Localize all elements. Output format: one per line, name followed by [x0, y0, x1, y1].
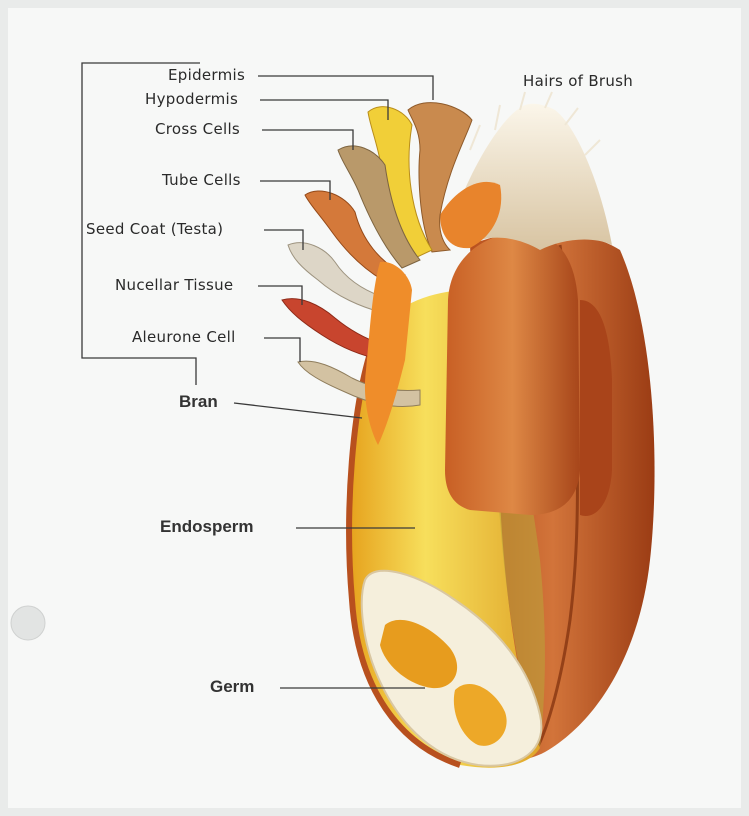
label-hypodermis: Hypodermis	[145, 90, 238, 108]
label-cross-cells: Cross Cells	[155, 120, 240, 138]
label-epidermis: Epidermis	[168, 66, 245, 84]
label-bran: Bran	[179, 392, 218, 412]
label-tube-cells: Tube Cells	[162, 171, 241, 189]
label-endosperm: Endosperm	[160, 517, 254, 537]
punch-hole	[11, 606, 45, 640]
label-seed-coat: Seed Coat (Testa)	[86, 220, 223, 238]
label-nucellar-tissue: Nucellar Tissue	[115, 276, 233, 294]
label-aleurone-cell: Aleurone Cell	[132, 328, 236, 346]
label-hairs-of-brush: Hairs of Brush	[523, 72, 633, 90]
bran-front-flap	[445, 232, 580, 515]
label-germ: Germ	[210, 677, 254, 697]
